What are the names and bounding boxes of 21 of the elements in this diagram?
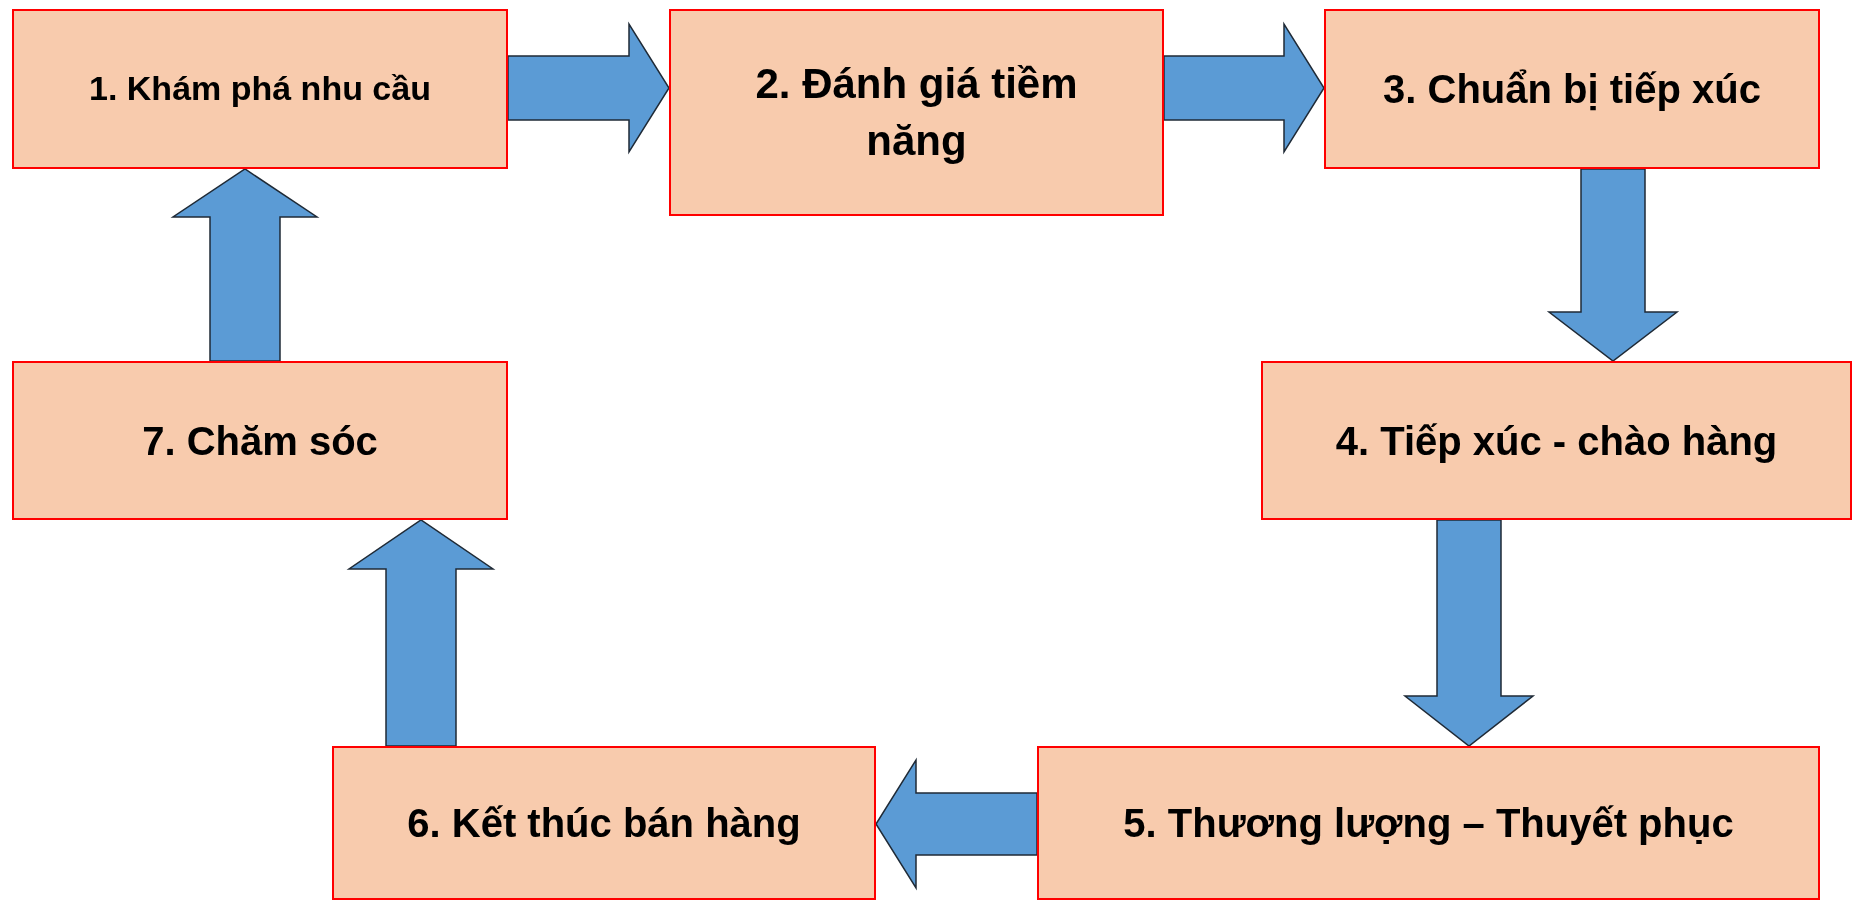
- block-arrow: [1546, 168, 1680, 362]
- process-box: [332, 746, 876, 900]
- process-box: [669, 9, 1164, 216]
- process-box: [1324, 9, 1820, 169]
- step-label: 2. Đánh giá tiềm năng: [754, 58, 1079, 166]
- block-arrow: [1163, 21, 1325, 155]
- process-box: [1261, 361, 1852, 520]
- block-arrow: [875, 757, 1038, 891]
- process-box: [12, 9, 508, 169]
- step-label: 4. Tiếp xúc - chào hàng: [1335, 417, 1778, 465]
- step-label: 7. Chăm sóc: [142, 417, 378, 465]
- step-label: 1. Khám phá nhu cầu: [89, 68, 431, 110]
- step-label: 6. Kết thúc bán hàng: [407, 800, 801, 847]
- step-label: 3. Chuẩn bị tiếp xúc: [1383, 66, 1761, 113]
- block-arrow: [1402, 519, 1536, 747]
- process-box: [12, 361, 508, 520]
- step-label: 5. Thương lượng – Thuyết phục: [1123, 800, 1734, 847]
- block-arrow: [170, 168, 320, 362]
- block-arrow: [507, 21, 670, 155]
- process-box: [1037, 746, 1820, 900]
- block-arrow: [346, 519, 496, 747]
